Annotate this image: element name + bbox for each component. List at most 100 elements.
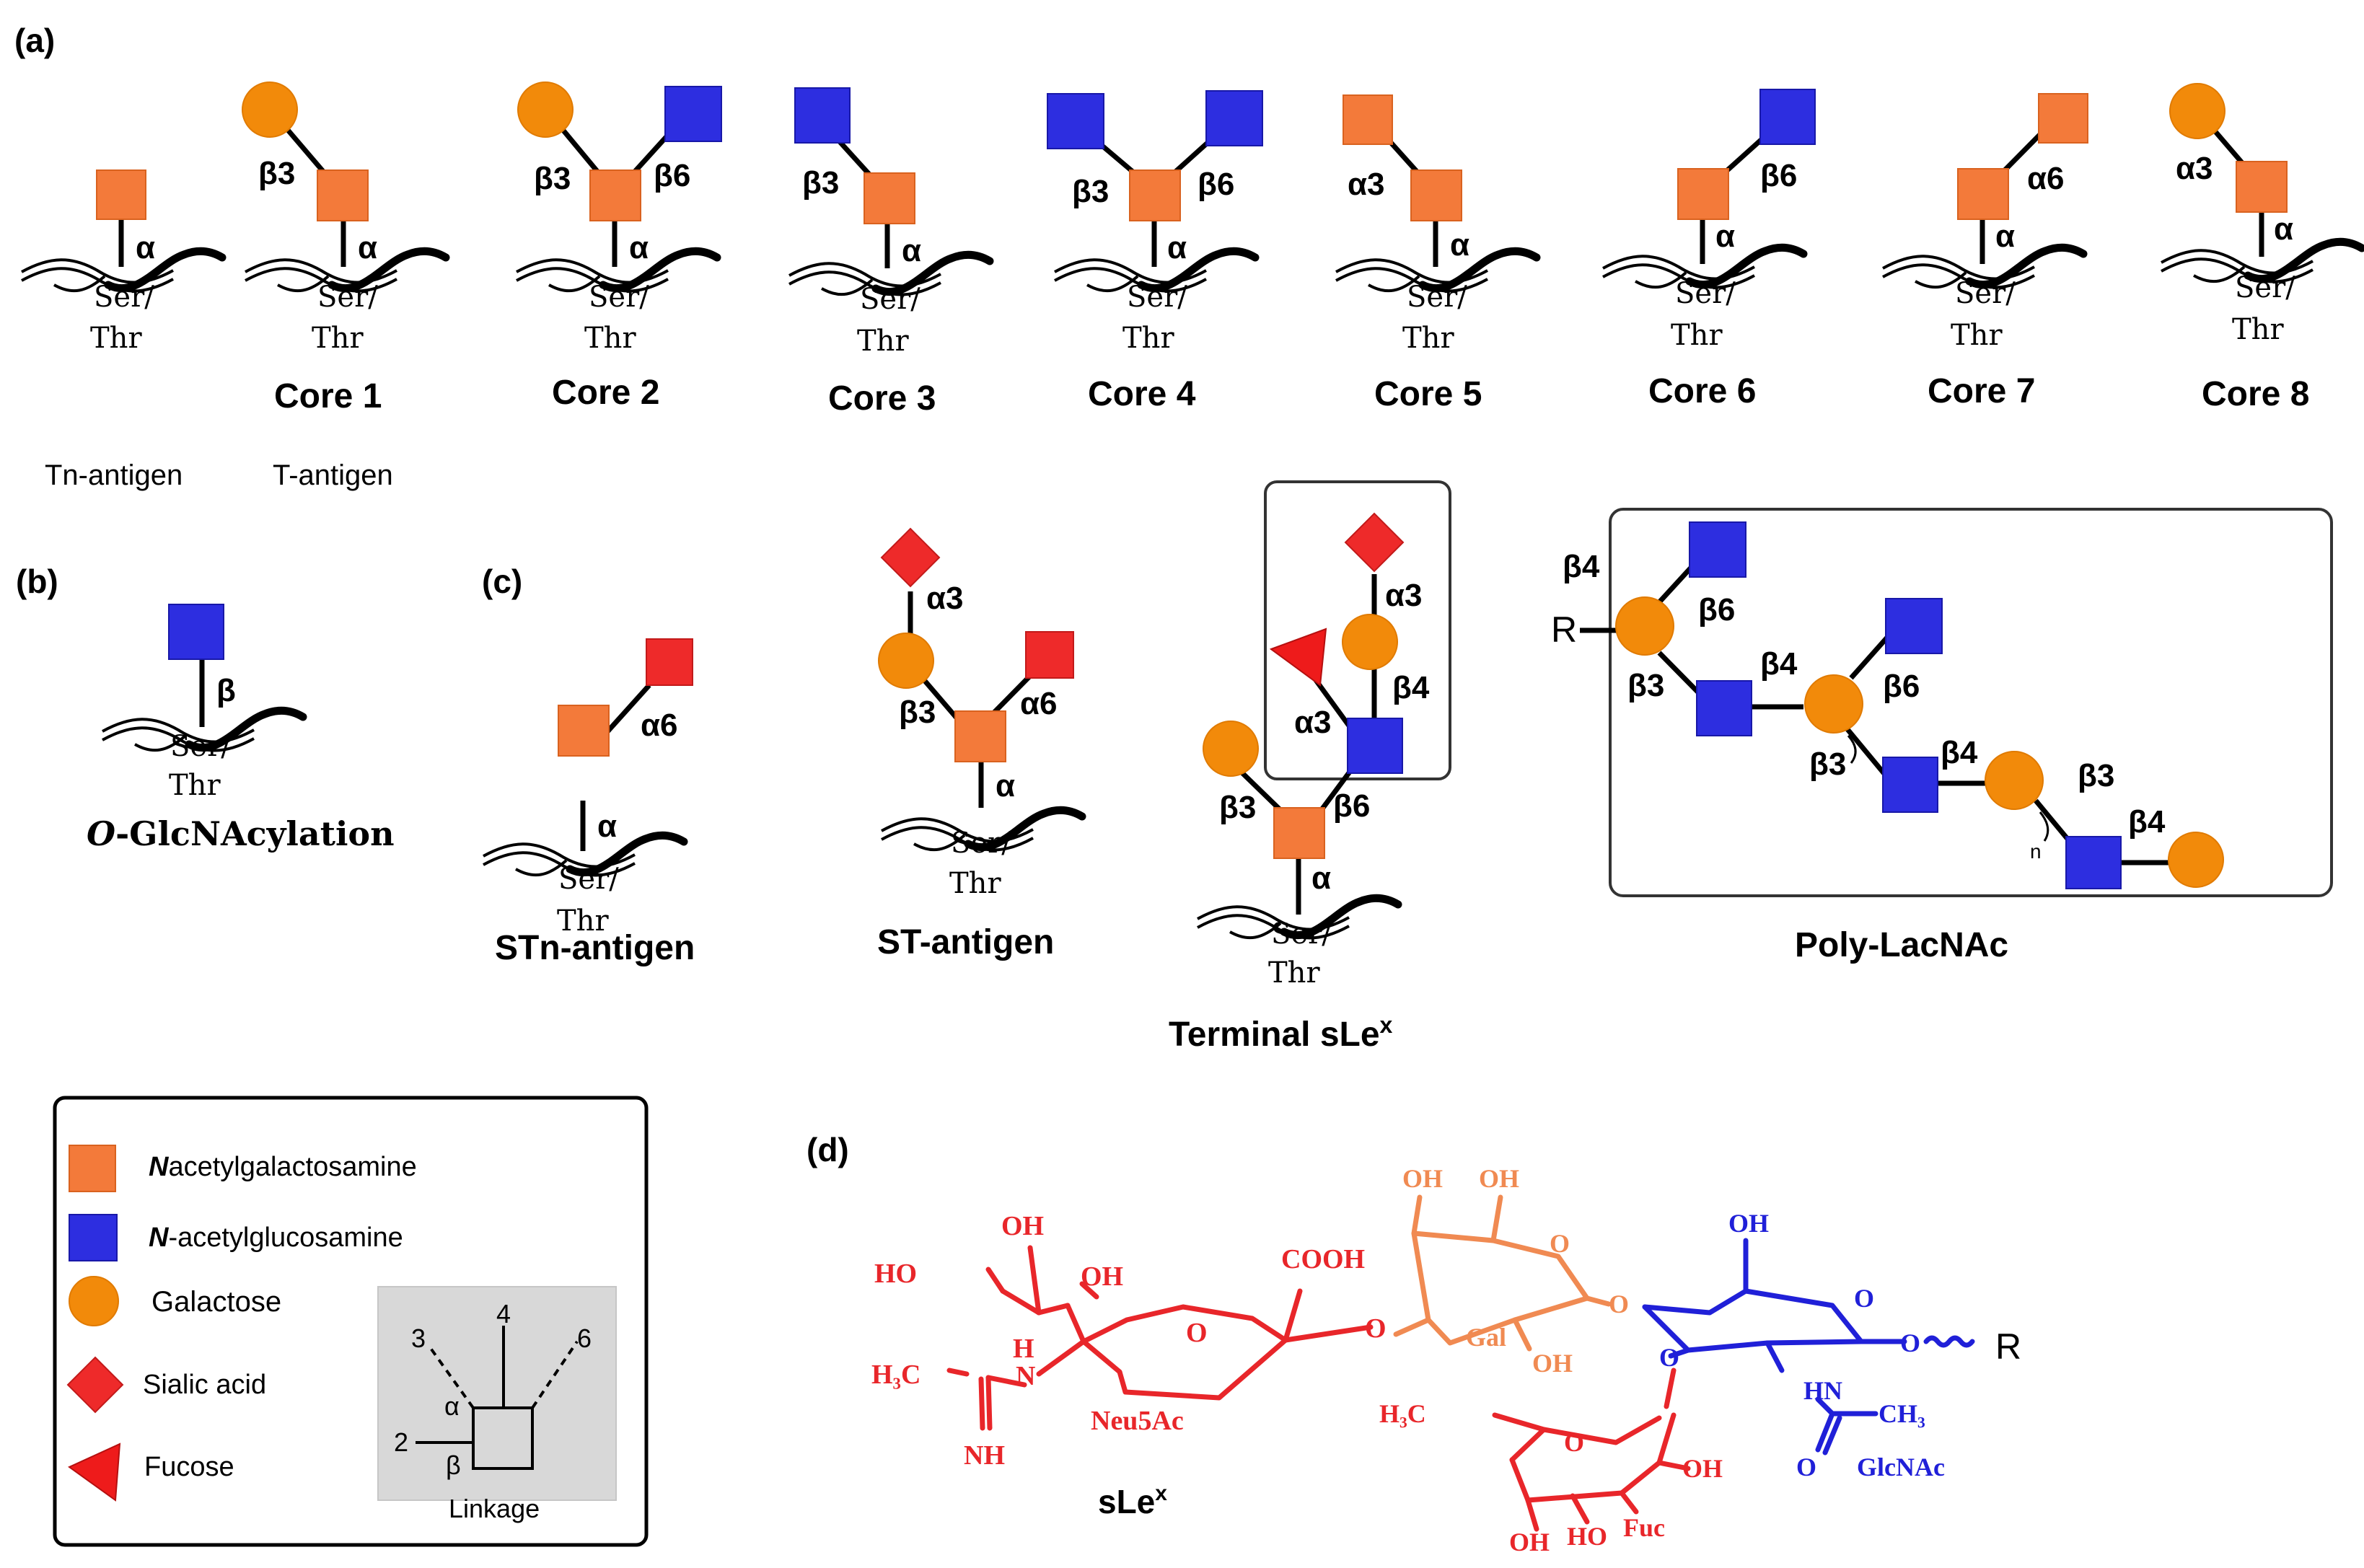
linkage-alpha: α: [136, 230, 155, 265]
linkage-b3: β3: [899, 695, 936, 730]
linkage-b6: β6: [1333, 788, 1370, 824]
legend-galnac-icon: [69, 1145, 116, 1192]
galactose-icon: [1615, 596, 1674, 656]
core8-label: Core 8: [2202, 375, 2309, 413]
galnac-icon: [1957, 168, 2009, 220]
neu5ac-oh: OH: [1081, 1261, 1123, 1292]
legend-galactose-label: Galactose: [151, 1286, 281, 1318]
core4-label: Core 4: [1088, 375, 1196, 413]
linkage-a6: α6: [2027, 161, 2065, 196]
linkage-beta: β: [216, 673, 236, 708]
st-antigen-label: ST-antigen: [877, 923, 1054, 961]
linkage-a6: α6: [1020, 686, 1058, 721]
linkage-alpha: α: [1995, 219, 2015, 254]
linkage-b6: β6: [654, 158, 690, 193]
glcnac-o: O: [1796, 1453, 1816, 1481]
linkage-position-2: 2: [394, 1427, 408, 1457]
gal-oh-2: OH: [1479, 1164, 1519, 1193]
panel-label-a: (a): [14, 22, 55, 59]
terminal-slex-label: Terminal sLex: [1169, 1012, 1393, 1054]
fucose-icon: [1269, 627, 1327, 687]
panel-label-c: (c): [482, 563, 522, 600]
linkage-b3: β3: [1809, 746, 1846, 782]
glcnac-ch3: CH₃: [1879, 1399, 1925, 1428]
neu5ac-oh-top: OH: [1001, 1211, 1044, 1241]
st-antigen-structure: α3 β3 α6 α Ser/ Thr: [879, 527, 1082, 900]
slex-highlight-box: [1264, 480, 1451, 780]
galnac-icon: [1410, 169, 1462, 221]
peptide-ser: Ser/: [170, 730, 231, 763]
linkage-b4: β4: [1941, 735, 1978, 770]
peptide-thr: Thr: [312, 322, 364, 355]
neu5ac-h: H: [1013, 1334, 1034, 1364]
glcnac-icon: [1885, 598, 1943, 654]
linkage-b3: β3: [534, 161, 571, 196]
linkage-alpha: α: [597, 809, 617, 844]
glcnac-icon: [1696, 680, 1752, 736]
peptide-thr: Thr: [169, 769, 221, 802]
gal-oh-3: OH: [1532, 1349, 1573, 1378]
peptide-ser: Ser/: [860, 283, 920, 316]
o-glcnacylation-label: O-GlcNAcylation: [87, 814, 395, 853]
legend-galnac-label: Nacetylgalactosamine: [149, 1152, 417, 1182]
peptide-thr: Thr: [584, 322, 636, 355]
glycosidic-o-2: O: [1609, 1290, 1629, 1318]
linkage-position-6: 6: [577, 1323, 592, 1353]
linkage-b3: β3: [802, 165, 839, 201]
core5-label: Core 5: [1374, 375, 1482, 413]
slex-chemical-structure: HO OH OH COOH O O H N H₃C NH Neu5Ac OH O…: [871, 1164, 2021, 1556]
peptide-ser: Ser/: [1675, 277, 1736, 310]
glcnac-icon: [1882, 757, 1938, 813]
linkage-b6: β6: [1760, 158, 1797, 193]
legend-glcnac-label: N-acetylglucosamine: [149, 1223, 403, 1253]
glcnac-icon: [1047, 93, 1104, 149]
reducing-end-r: R: [1551, 609, 1577, 650]
sialic-acid-square-icon: [1025, 631, 1074, 679]
neu5ac-ring: [946, 1245, 1374, 1431]
glcnac-icon: [1205, 90, 1263, 146]
sialic-acid-icon: [880, 527, 941, 588]
glcnac-ring-o: O: [1854, 1284, 1874, 1313]
poly-lacnac-structure: R β4 β6 β3 β4 β6 β3 β4 β3 n β4: [1551, 508, 2333, 897]
linkage-position-4: 4: [496, 1299, 511, 1329]
linkage-alpha: α: [902, 233, 921, 268]
linkage-alpha: α: [996, 768, 1015, 803]
glycosidic-o-1: O: [1365, 1313, 1387, 1344]
glcnac-icon: [168, 604, 224, 660]
galnac-icon: [864, 172, 915, 224]
core3-label: Core 3: [828, 379, 936, 418]
galnac-icon: [96, 169, 146, 220]
glcnac-oh: OH: [1728, 1209, 1769, 1238]
peptide-thr: Thr: [2232, 313, 2284, 346]
fuc-oh-1: OH: [1682, 1454, 1723, 1483]
core2-label: Core 2: [552, 374, 659, 412]
gal-ring-o: O: [1550, 1229, 1570, 1258]
peptide-thr: Thr: [949, 867, 1001, 900]
neu5ac-ho: HO: [874, 1259, 917, 1289]
structure-r: R: [1995, 1326, 2021, 1367]
neu5ac-nh: NH: [964, 1440, 1005, 1471]
glcnac-icon: [1347, 718, 1403, 774]
peptide-thr: Thr: [1671, 319, 1723, 352]
slex-structure-label: sLex: [1098, 1481, 1167, 1520]
peptide-thr: Thr: [1268, 956, 1320, 990]
stn-antigen-label: STn-antigen: [495, 929, 695, 967]
linkage-a3: α3: [2176, 151, 2213, 186]
neu5ac-ring-o: O: [1186, 1318, 1208, 1348]
linkage-alpha: α: [358, 230, 377, 265]
peptide-ser: Ser/: [94, 281, 154, 314]
sialic-acid-icon: [1344, 512, 1405, 573]
linkage-b6: β6: [1198, 167, 1234, 202]
galactose-icon: [2168, 832, 2224, 888]
panel-label-b: (b): [16, 563, 58, 600]
peptide-thr: Thr: [557, 904, 609, 938]
fuc-name: Fuc: [1623, 1513, 1665, 1542]
linkage-key-title: Linkage: [449, 1494, 540, 1523]
core1-structure: β3 α Ser/ Thr: [242, 82, 446, 355]
linkage-b4: β4: [2128, 804, 2166, 840]
peptide-thr: Thr: [1951, 319, 2003, 352]
galactose-icon: [1203, 721, 1259, 777]
gal-name: Gal: [1466, 1323, 1506, 1352]
galnac-icon: [558, 705, 610, 757]
linkage-b4: β4: [1563, 549, 1600, 584]
